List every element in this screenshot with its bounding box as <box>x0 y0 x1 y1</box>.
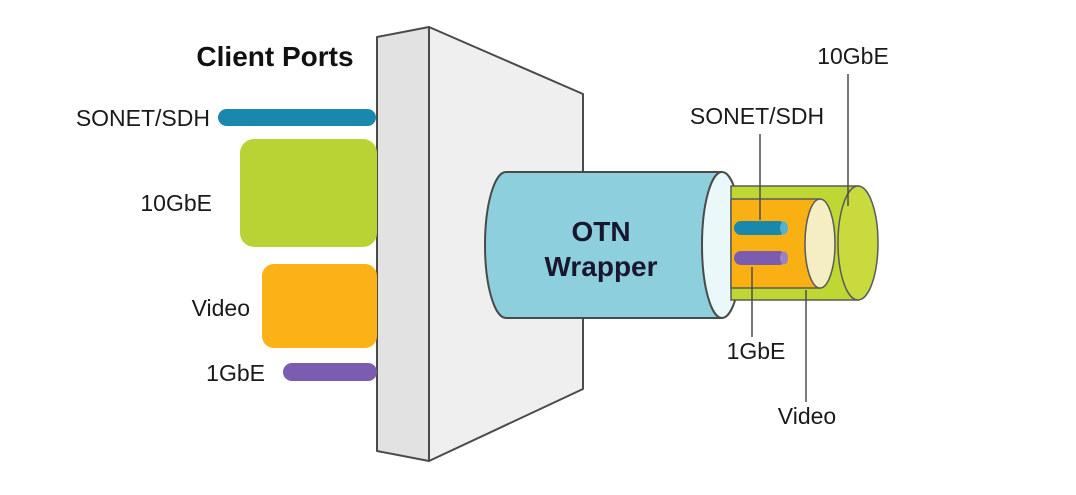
backplane-panel-side <box>376 26 430 462</box>
client-port-1gbe-bar <box>283 363 377 381</box>
output-1gbe-bar <box>734 251 786 265</box>
client-port-sonet-label: SONET/SDH <box>76 105 210 131</box>
output-inner-end-cap <box>804 198 836 289</box>
output-outer-end-cap <box>837 185 879 301</box>
client-port-sonet-bar <box>218 109 376 126</box>
otn-wrapper-label-line2: Wrapper <box>544 251 657 282</box>
client-port-10gbe-block <box>240 139 377 247</box>
output-video-label: Video <box>778 403 836 429</box>
otn-wrapper-label-line1: OTN <box>571 216 630 247</box>
client-port-video-label: Video <box>192 295 250 321</box>
output-1gbe-label: 1GbE <box>727 338 786 364</box>
output-sonet-bar <box>734 221 786 235</box>
client-port-10gbe-label: 10GbE <box>140 190 212 216</box>
output-1gbe-bar-cap <box>780 251 788 265</box>
client-port-1gbe-label: 1GbE <box>206 360 265 386</box>
client-ports-title: Client Ports <box>196 41 353 72</box>
otn-wrapper-cylinder <box>484 171 723 319</box>
client-port-video-block <box>262 264 377 348</box>
output-sonet-label: SONET/SDH <box>690 103 824 129</box>
output-10gbe-label: 10GbE <box>817 43 889 69</box>
output-sonet-bar-cap <box>780 221 788 235</box>
